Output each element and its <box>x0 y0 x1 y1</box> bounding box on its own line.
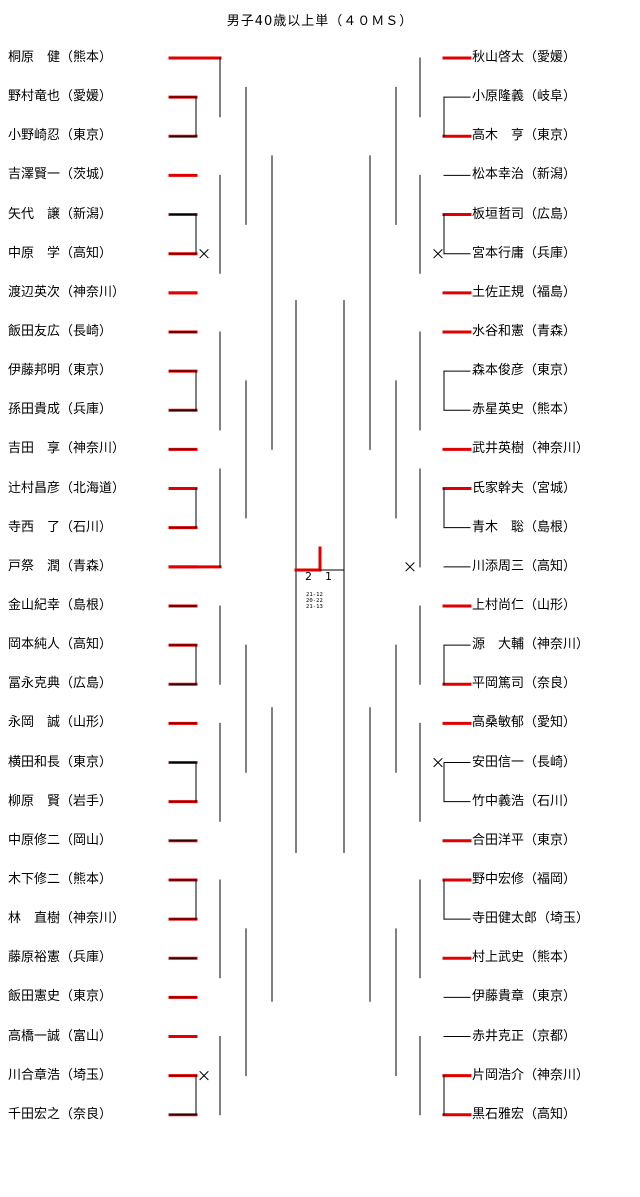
left-player-name: 林 直樹（神奈川） <box>8 911 126 927</box>
bracket-line <box>433 248 443 259</box>
left-player-name: 飯田友広（長崎） <box>8 323 113 339</box>
right-player-name: 合田洋平（東京） <box>472 832 577 848</box>
right-player-name: 黒石雅宏（高知） <box>472 1106 577 1122</box>
left-player-name: 岡本純人（高知） <box>8 637 113 653</box>
right-player-name: 平岡篤司（奈良） <box>472 676 577 692</box>
left-player-name: 寺西 了（石川） <box>8 519 113 535</box>
right-player-name: 高桑敏郁（愛知） <box>472 715 577 731</box>
final-game-score: 20-22 <box>306 598 323 604</box>
right-player-name: 土佐正規（福島） <box>472 284 577 300</box>
right-player-name: 片岡浩介（神奈川） <box>472 1067 590 1083</box>
final-game-score: 21-12 <box>306 592 323 598</box>
bracket-line <box>405 562 415 572</box>
left-player-name: 戸祭 潤（青森） <box>8 558 113 574</box>
left-player-name: 伊藤邦明（東京） <box>8 363 113 379</box>
right-player-name: 高木 亨（東京） <box>472 128 577 144</box>
right-player-name: 板垣哲司（広島） <box>472 206 577 222</box>
left-player-name: 柳原 賢（岩手） <box>8 793 113 809</box>
right-player-name: 武井英樹（神奈川） <box>472 441 590 457</box>
left-player-name: 小野崎忍（東京） <box>8 128 113 144</box>
final-game-score: 21-13 <box>306 604 323 610</box>
right-player-name: 寺田健太郎（埼玉） <box>472 911 590 927</box>
left-player-name: 野村竜也（愛媛） <box>8 89 113 105</box>
left-player-name: 吉田 享（神奈川） <box>8 441 126 457</box>
right-player-name: 水谷和憲（青森） <box>472 323 577 339</box>
right-player-name: 宮本行庸（兵庫） <box>472 245 577 261</box>
final-score-right: 1 <box>325 570 332 583</box>
right-player-name: 秋山啓太（愛媛） <box>472 50 577 65</box>
left-player-name: 高橋一誠（富山） <box>8 1028 113 1044</box>
right-player-name: 安田信一（長崎） <box>472 754 577 770</box>
left-player-name: 千田宏之（奈良） <box>8 1106 113 1122</box>
right-player-name: 松本幸治（新潟） <box>472 167 577 183</box>
right-player-name: 伊藤貴章（東京） <box>472 989 577 1005</box>
right-player-name: 氏家幹夫（宮城） <box>472 480 577 496</box>
bracket-line <box>199 248 209 259</box>
left-player-name: 横田和長（東京） <box>8 754 113 770</box>
right-player-name: 赤星英史（熊本） <box>472 402 577 418</box>
right-player-name: 青木 聡（島根） <box>472 519 577 535</box>
bracket-line <box>433 757 443 768</box>
left-player-name: 冨永克典（広島） <box>8 676 113 692</box>
left-player-name: 孫田貴成（兵庫） <box>8 402 113 418</box>
page-title: 男子40歳以上単（４０ＭＳ） <box>226 14 414 29</box>
right-player-name: 村上武史（熊本） <box>472 950 577 966</box>
right-player-name: 小原隆義（岐阜） <box>472 89 577 105</box>
left-player-name: 中原修二（岡山） <box>8 832 113 848</box>
left-player-name: 飯田憲史（東京） <box>8 989 113 1005</box>
left-player-name: 辻村昌彦（北海道） <box>8 480 126 496</box>
bracket-line <box>199 1070 209 1081</box>
right-player-name: 森本俊彦（東京） <box>472 363 577 379</box>
right-player-name: 川添周三（高知） <box>472 558 577 574</box>
left-player-name: 桐原 健（熊本） <box>8 50 113 65</box>
left-player-name: 金山紀幸（島根） <box>8 597 113 613</box>
left-player-name: 藤原裕憲（兵庫） <box>8 950 113 966</box>
left-player-name: 中原 学（高知） <box>8 245 113 261</box>
right-player-name: 野中宏修（福岡） <box>472 871 577 887</box>
right-player-name: 赤井克正（京都） <box>472 1028 577 1044</box>
right-player-name: 竹中義浩（石川） <box>472 793 577 809</box>
right-player-name: 上村尚仁（山形） <box>472 597 577 613</box>
final-score-left: 2 <box>305 570 312 583</box>
right-player-name: 源 大輔（神奈川） <box>472 637 590 653</box>
left-player-name: 渡辺英次（神奈川） <box>8 284 126 300</box>
left-player-name: 永岡 誠（山形） <box>8 715 113 731</box>
left-player-name: 川合章浩（埼玉） <box>8 1067 113 1083</box>
left-player-name: 矢代 譲（新潟） <box>8 206 113 222</box>
left-player-name: 吉澤賢一（茨城） <box>8 167 113 183</box>
left-player-name: 木下修二（熊本） <box>8 871 113 887</box>
